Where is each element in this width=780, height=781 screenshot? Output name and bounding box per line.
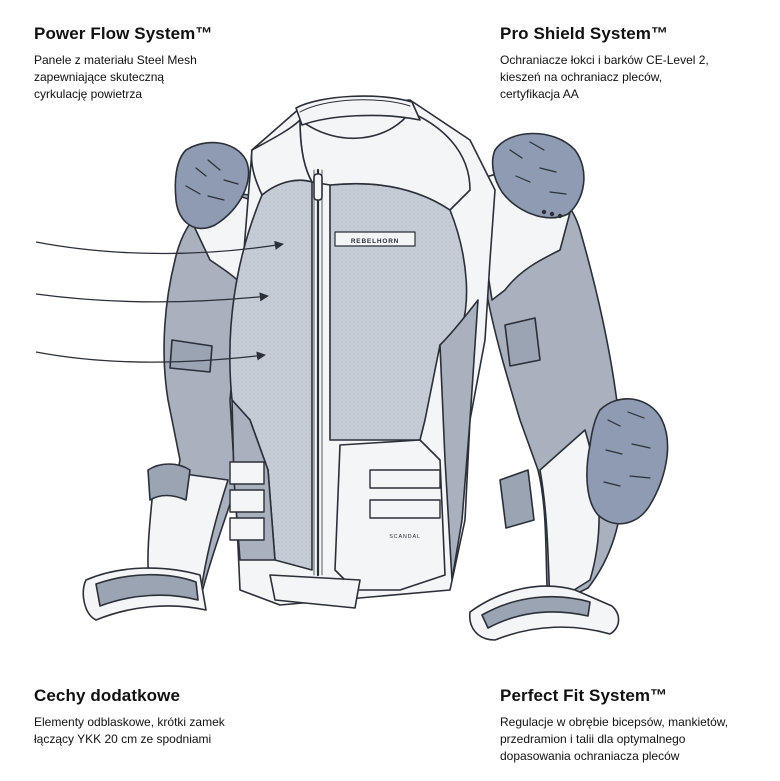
feature-description: Regulacje w obrębie bicepsów, mankietów,… xyxy=(500,715,729,763)
airflow-arrow-2 xyxy=(35,292,269,303)
pocket-flap-lower xyxy=(369,499,441,519)
feature-power-flow: Power Flow System™ Panele z materiału St… xyxy=(34,24,294,103)
pocket-label-text: SCANDAL xyxy=(389,534,421,540)
left-biceps-strap xyxy=(169,339,213,373)
reflective-tab-1 xyxy=(229,461,265,485)
jacket-hem xyxy=(269,574,361,609)
right-side-panel xyxy=(439,299,479,581)
feature-title: Pro Shield System™ xyxy=(500,24,669,43)
left-cuff-strap xyxy=(95,573,199,607)
feature-title: Perfect Fit System™ xyxy=(500,686,668,705)
chest-logo-text: REBELHORN xyxy=(351,238,399,245)
feature-description: Ochraniacze łokci i barków CE-Level 2, k… xyxy=(500,53,709,101)
right-elbow-armor xyxy=(586,398,669,525)
airflow-arrow-3 xyxy=(35,351,266,363)
feature-title: Cechy dodatkowe xyxy=(34,686,181,705)
feature-extras: Cechy dodatkowe Elementy odblaskowe, kró… xyxy=(34,686,294,748)
right-biceps-strap xyxy=(504,317,541,367)
zipper-pull xyxy=(313,173,323,201)
pocket-flap-upper xyxy=(369,469,441,489)
feature-description: Panele z materiału Steel Mesh zapewniają… xyxy=(34,53,197,101)
feature-perfect-fit: Perfect Fit System™ Regulacje w obrębie … xyxy=(500,686,770,765)
right-shoulder-armor xyxy=(491,132,585,219)
chest-logo-bar xyxy=(334,231,416,247)
reflective-tab-2 xyxy=(229,489,265,513)
right-cuff-strap xyxy=(481,595,591,629)
feature-pro-shield: Pro Shield System™ Ochraniacze łokci i b… xyxy=(500,24,770,103)
left-shoulder-armor xyxy=(174,141,250,230)
airflow-arrow-1 xyxy=(35,240,284,255)
reflective-tab-3 xyxy=(229,517,265,541)
feature-description: Elementy odblaskowe, krótki zamek łącząc… xyxy=(34,715,225,746)
left-elbow-strap xyxy=(147,463,191,501)
feature-title: Power Flow System™ xyxy=(34,24,213,43)
